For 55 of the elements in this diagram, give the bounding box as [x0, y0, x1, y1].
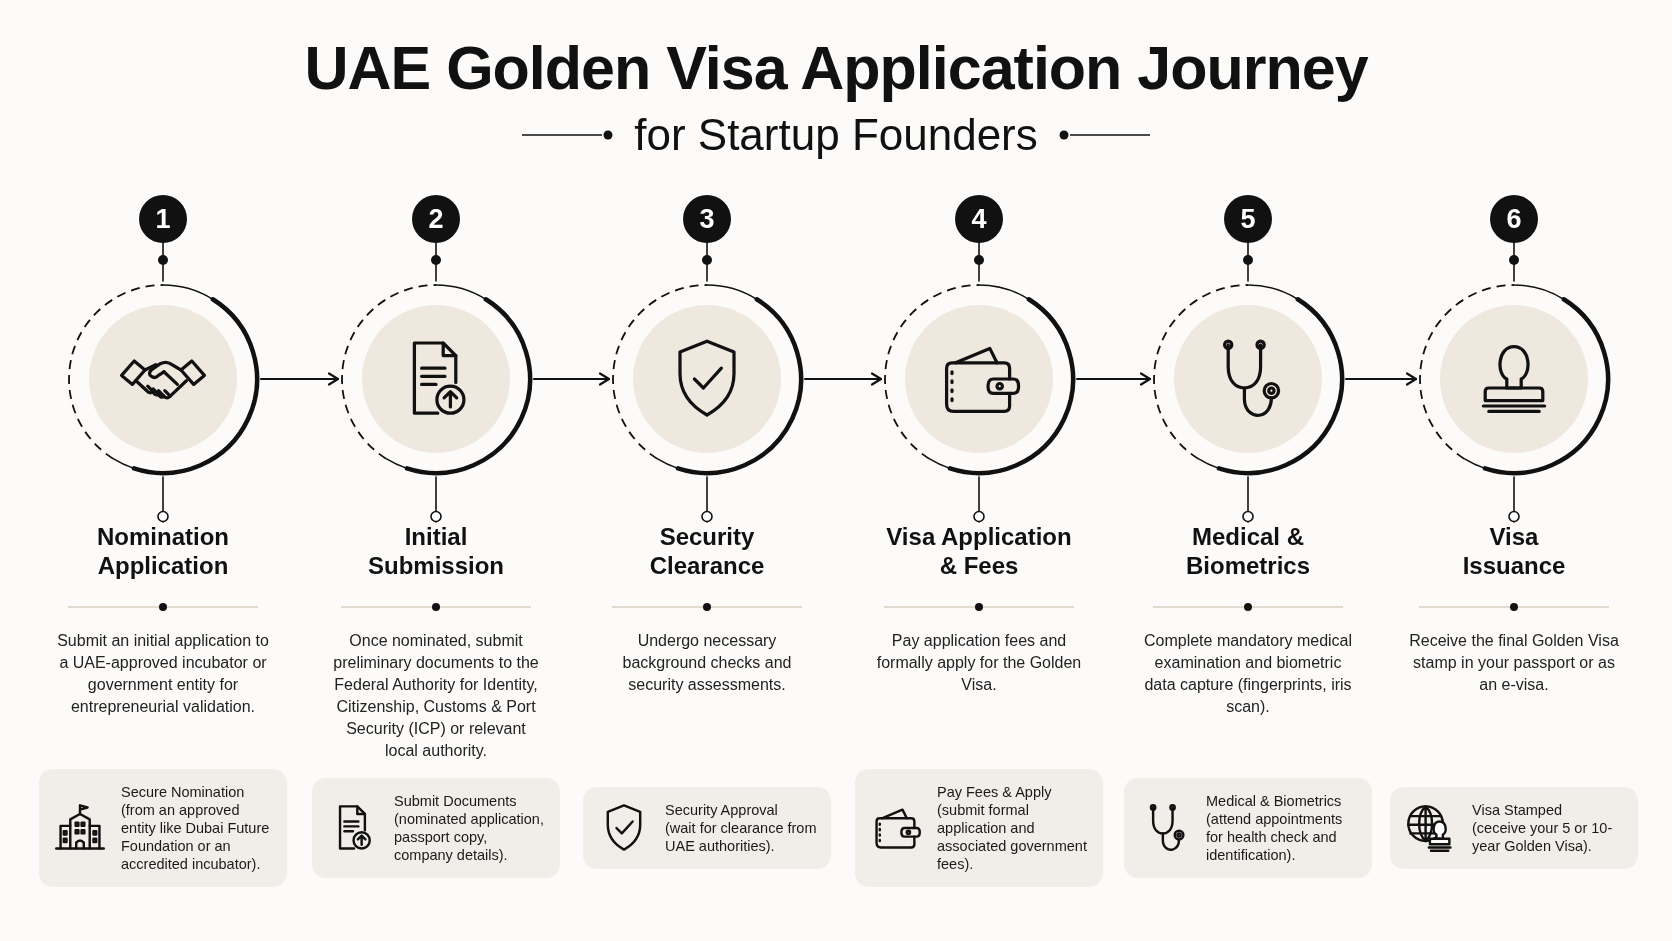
step-number-badge: 3 [683, 195, 731, 243]
step-number-badge: 6 [1490, 195, 1538, 243]
arrow [259, 372, 340, 386]
connector-line [1242, 476, 1254, 523]
step-description: Receive the final Golden Visa stamp in your passport or as an e-visa. [1408, 631, 1620, 695]
step-heading: Visa Issuance [1461, 522, 1567, 580]
step-heading: Visa Application & Fees [885, 522, 1073, 580]
card-description: (ceceive your 5 or 10-year Golden Visa). [1472, 819, 1614, 855]
card-title: Secure Nomination [121, 783, 246, 801]
card-description: (nominated application, passport copy, company details). [394, 810, 545, 864]
connector-line [157, 476, 169, 523]
connector-line [1508, 476, 1520, 523]
step-heading: Medical & Biometrics [1184, 522, 1311, 580]
step-number-badge: 2 [412, 195, 460, 243]
card-title: Security Approval [665, 801, 779, 819]
connector-line [158, 242, 168, 282]
step-card [583, 787, 831, 869]
card-title: Visa Stamped [1472, 801, 1563, 819]
arrow [532, 372, 611, 386]
connector-line [702, 242, 712, 282]
card-title: Pay Fees & Apply [937, 783, 1053, 801]
step-card [1390, 787, 1638, 869]
connector-line [973, 476, 985, 523]
step-description: Submit an initial application to a UAE-approved incubator or government entity for entrepreneurial validation. [56, 631, 270, 717]
step-card [1124, 778, 1372, 878]
arrow [1344, 372, 1418, 386]
step-description: Pay application fees and formally apply for the Golden Visa. [875, 631, 1083, 695]
step-number-badge: 4 [955, 195, 1003, 243]
step-card [855, 769, 1103, 887]
step-heading: Nomination Application [96, 522, 230, 580]
arrow [1075, 372, 1152, 386]
step-number-badge: 1 [139, 195, 187, 243]
card-description: (from an approved entity like Dubai Future Foundation or an accredited incubator). [121, 801, 271, 873]
connector-line [701, 476, 713, 523]
step-card [39, 769, 287, 887]
step-description: Undergo necessary background checks and security assessments. [621, 631, 793, 695]
step-card [312, 778, 560, 878]
card-title: Submit Documents [394, 792, 518, 810]
step-description: Complete mandatory medical examination and biometric data capture (fingerprints, iris scan). [1142, 631, 1354, 717]
title: UAE Golden Visa Application Journey [304, 34, 1368, 102]
step-heading: Initial Submission [367, 522, 505, 580]
card-description: (attend appointments for health check and identification). [1206, 810, 1344, 864]
step-heading: Security Clearance [648, 522, 766, 580]
arrow [803, 372, 883, 386]
subtitle: for Startup Founders [634, 110, 1038, 160]
connector-line [974, 242, 984, 282]
card-description: (submit formal application and associated government fees). [937, 801, 1088, 873]
connector-line [1509, 242, 1519, 282]
card-title: Medical & Biometrics [1206, 792, 1343, 810]
card-description: (wait for clearance from UAE authorities). [665, 819, 817, 855]
connector-line [1243, 242, 1253, 282]
connector-line [431, 242, 441, 282]
step-number-badge: 5 [1224, 195, 1272, 243]
step-description: Once nominated, submit preliminary documents to the Federal Authority for Identity, Citizenship, Customs & Port Security (ICP) or relevant local authority. [332, 631, 540, 761]
connector-line [430, 476, 442, 523]
